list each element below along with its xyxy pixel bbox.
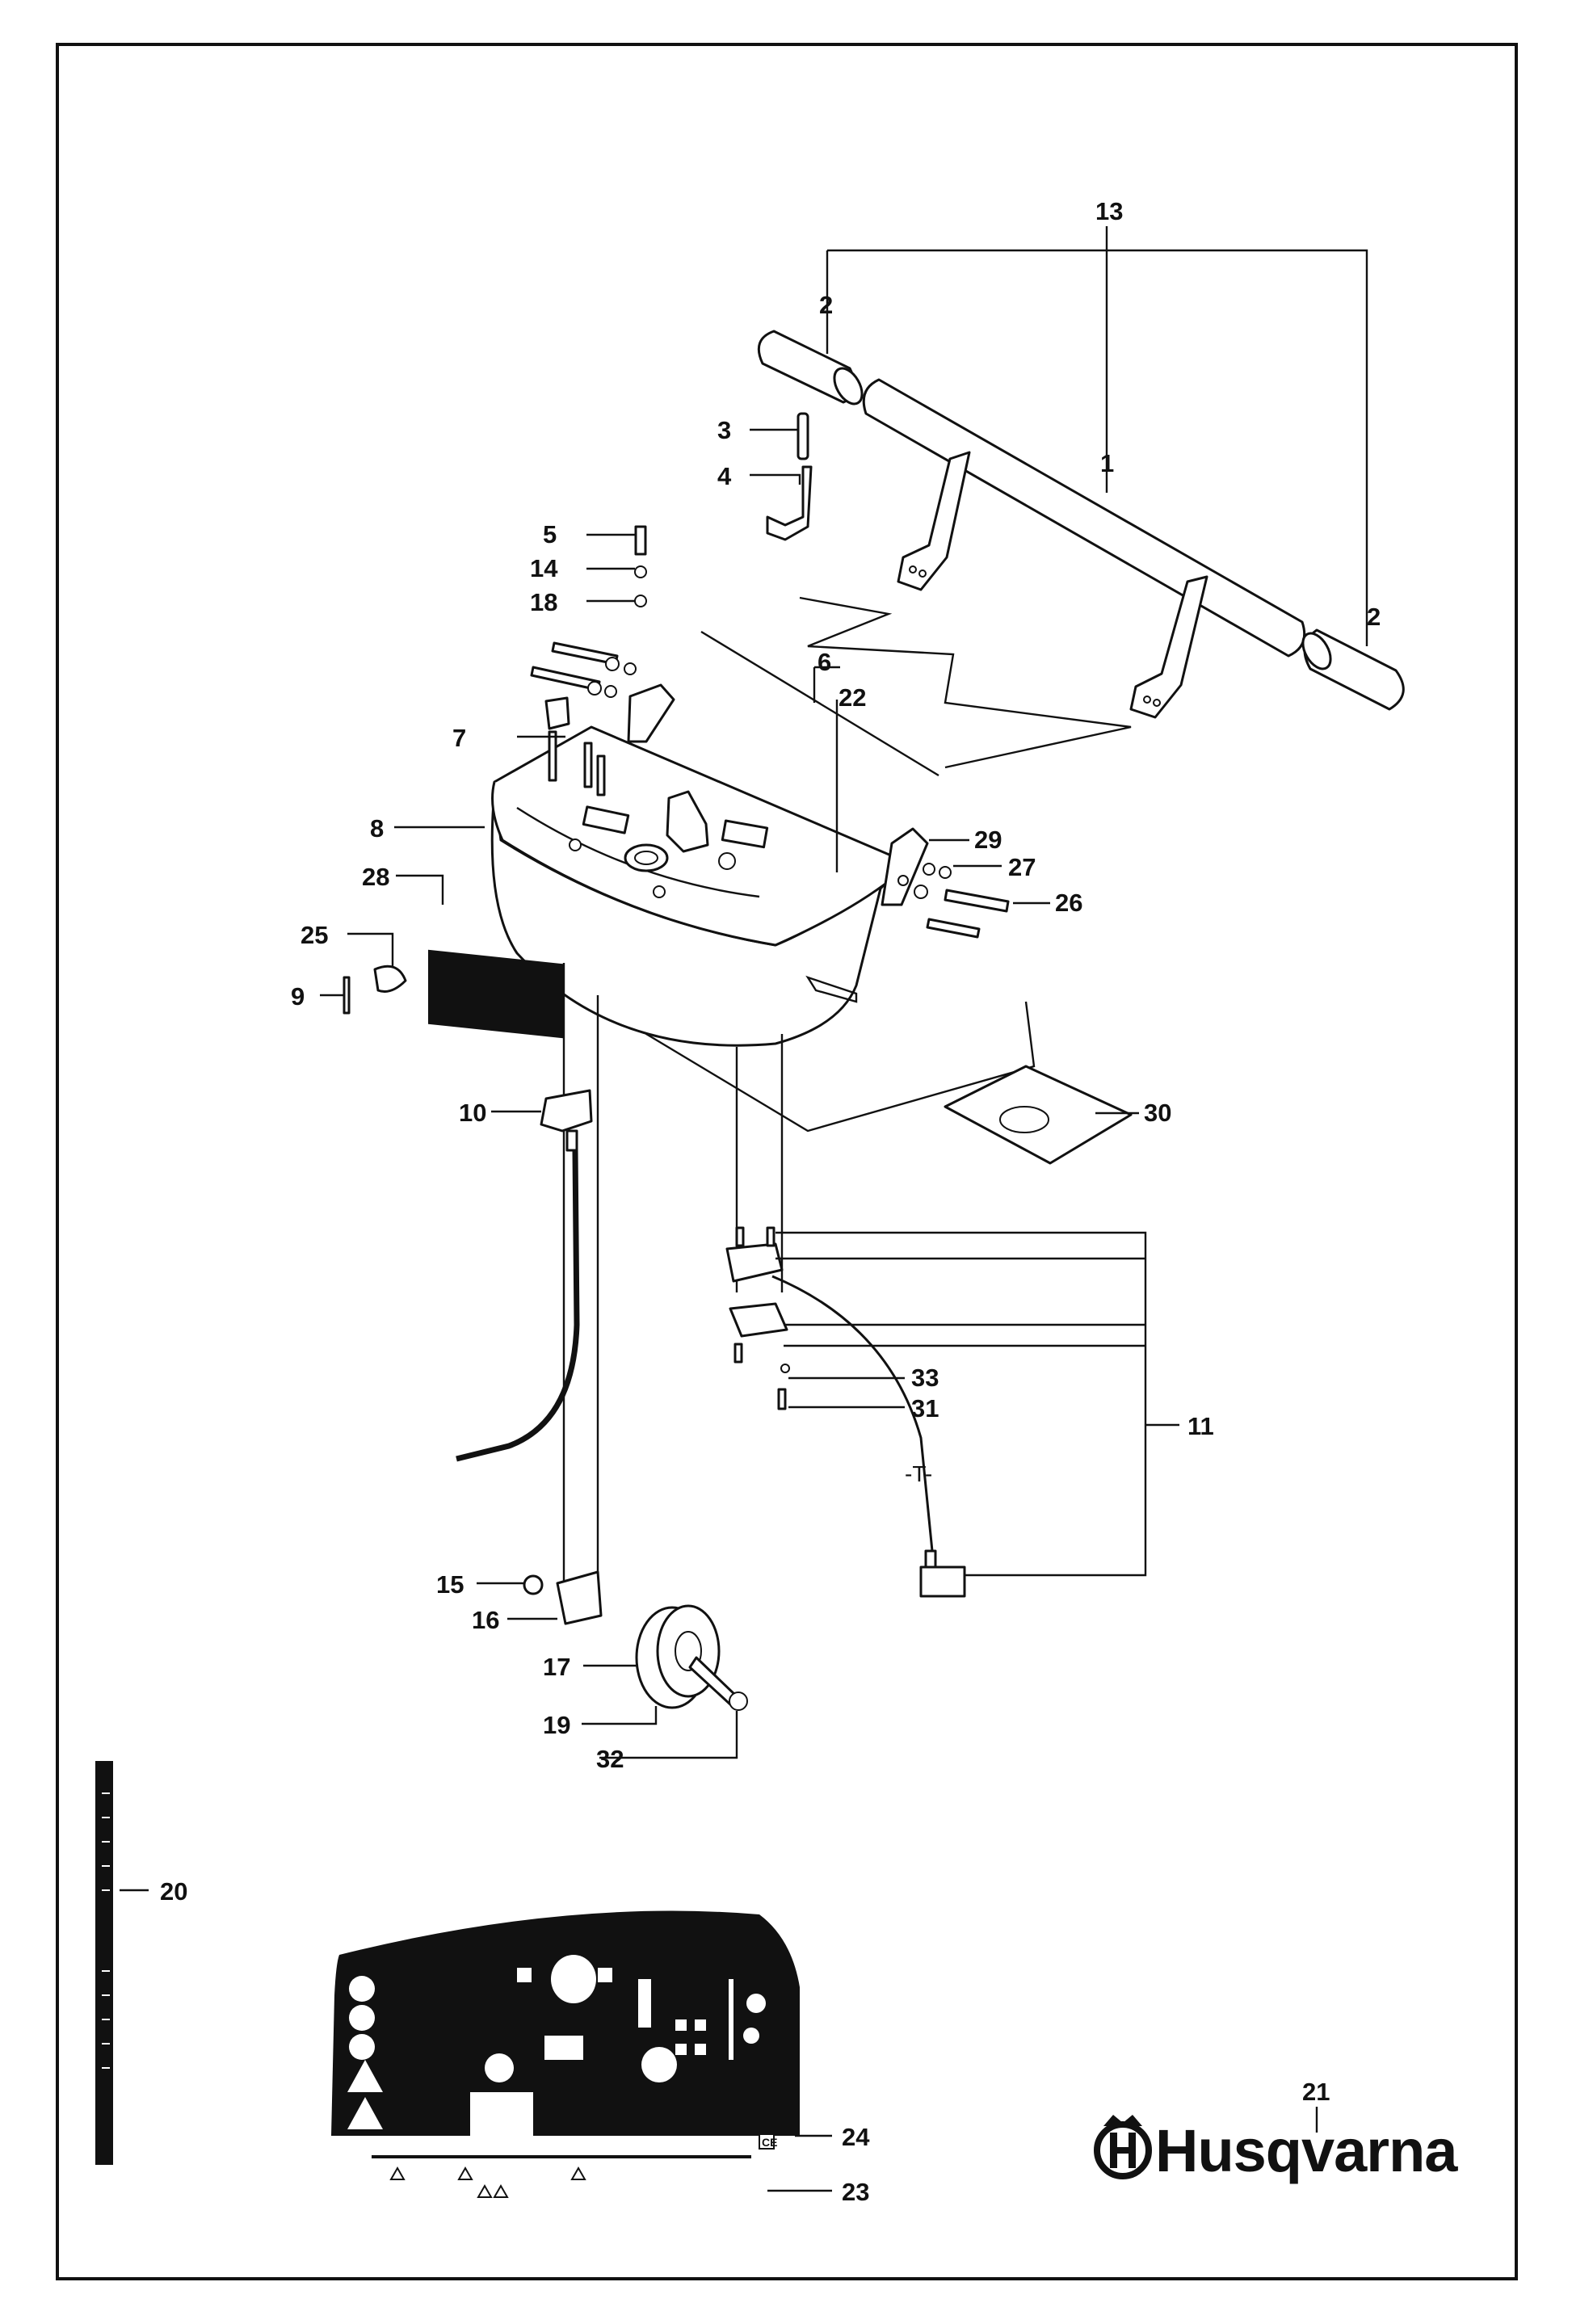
lever-part-4 bbox=[766, 465, 813, 541]
pin-part-3 bbox=[797, 412, 809, 460]
wheel-bracket bbox=[556, 1570, 603, 1625]
callout-8: 8 bbox=[370, 814, 384, 843]
callout-7: 7 bbox=[452, 724, 466, 752]
callout-2-left: 2 bbox=[819, 291, 833, 319]
callout-labels: 13 2 2 1 3 4 5 14 18 6 22 7 8 28 25 9 10… bbox=[160, 197, 1381, 2206]
callout-19: 19 bbox=[543, 1711, 570, 1739]
callout-28: 28 bbox=[362, 863, 389, 891]
callout-26: 26 bbox=[1055, 889, 1082, 917]
cable-marker-t: -T- bbox=[905, 1461, 932, 1486]
callout-9: 9 bbox=[291, 982, 305, 1011]
cable-wheel-assembly bbox=[456, 963, 1133, 1711]
callout-2-right: 2 bbox=[1367, 603, 1381, 631]
leader-lines bbox=[120, 226, 1368, 2192]
callout-33: 33 bbox=[911, 1364, 939, 1392]
warning-strip-part-28 bbox=[428, 949, 564, 1039]
husqvarna-logo: Husqvarna bbox=[1094, 2115, 1459, 2184]
callout-18: 18 bbox=[530, 588, 557, 616]
callout-4: 4 bbox=[717, 462, 732, 490]
ce-mark: CE bbox=[762, 2136, 777, 2149]
bracket-part-10 bbox=[540, 1089, 593, 1133]
husqvarna-crown-h-icon bbox=[1094, 2115, 1152, 2179]
callout-15: 15 bbox=[436, 1570, 464, 1599]
callout-10: 10 bbox=[459, 1099, 486, 1127]
callout-23: 23 bbox=[842, 2178, 869, 2206]
left-handle-bracket bbox=[897, 451, 971, 591]
brand-wordmark: Husqvarna bbox=[1155, 2117, 1458, 2184]
callout-27: 27 bbox=[1008, 853, 1036, 881]
page-border bbox=[56, 43, 1518, 2280]
callout-13: 13 bbox=[1095, 197, 1123, 225]
callout-16: 16 bbox=[472, 1606, 499, 1634]
callout-1: 1 bbox=[1100, 449, 1114, 477]
callout-6: 6 bbox=[818, 648, 831, 676]
callout-29: 29 bbox=[974, 826, 1002, 854]
callout-31: 31 bbox=[911, 1394, 939, 1423]
callout-25: 25 bbox=[301, 921, 328, 949]
control-panel-decal: CE bbox=[331, 1910, 800, 2198]
callout-14: 14 bbox=[530, 554, 558, 582]
handle-tube bbox=[862, 378, 1306, 658]
handle-mount bbox=[666, 790, 709, 853]
callout-30: 30 bbox=[1144, 1099, 1171, 1127]
cover-housing bbox=[343, 525, 1132, 1133]
callout-32: 32 bbox=[596, 1745, 624, 1773]
callout-11: 11 bbox=[1187, 1412, 1214, 1440]
depth-scale-decal bbox=[95, 1761, 113, 2165]
callout-20: 20 bbox=[160, 1877, 187, 1906]
callout-24: 24 bbox=[842, 2123, 870, 2151]
callout-5: 5 bbox=[543, 520, 557, 548]
callout-21: 21 bbox=[1302, 2078, 1330, 2106]
callout-17: 17 bbox=[543, 1653, 570, 1681]
callout-22: 22 bbox=[839, 683, 866, 712]
key-switch bbox=[544, 696, 570, 730]
right-handle-bracket bbox=[1129, 575, 1208, 719]
handle-bar-assembly bbox=[757, 330, 1405, 719]
callout-3: 3 bbox=[717, 416, 731, 444]
